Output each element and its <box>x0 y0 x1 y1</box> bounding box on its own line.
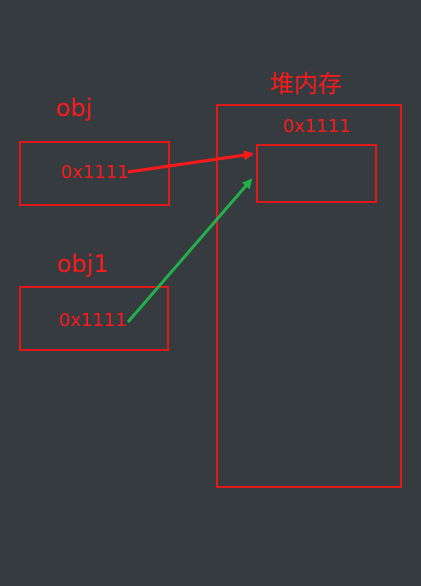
variable-obj-value: 0x1111 <box>61 162 129 183</box>
variable-obj1-value: 0x1111 <box>59 310 127 331</box>
variable-obj-box <box>19 141 170 206</box>
heap-object-box <box>256 144 377 203</box>
heap-object-address: 0x1111 <box>283 116 351 137</box>
heap-title: 堆内存 <box>270 70 342 98</box>
variable-obj1-name: obj1 <box>57 250 109 278</box>
variable-obj-name: obj <box>56 94 93 122</box>
